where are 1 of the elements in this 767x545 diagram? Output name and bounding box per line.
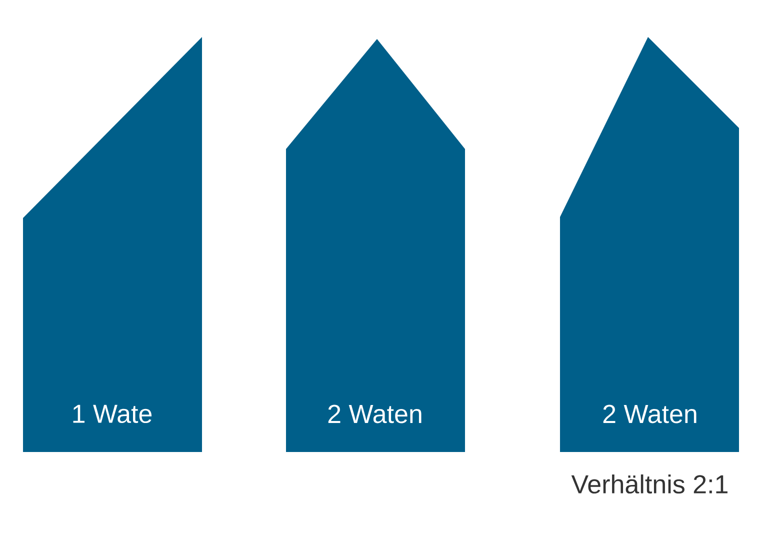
ratio-label: Verhältnis 2:1 (571, 474, 728, 494)
